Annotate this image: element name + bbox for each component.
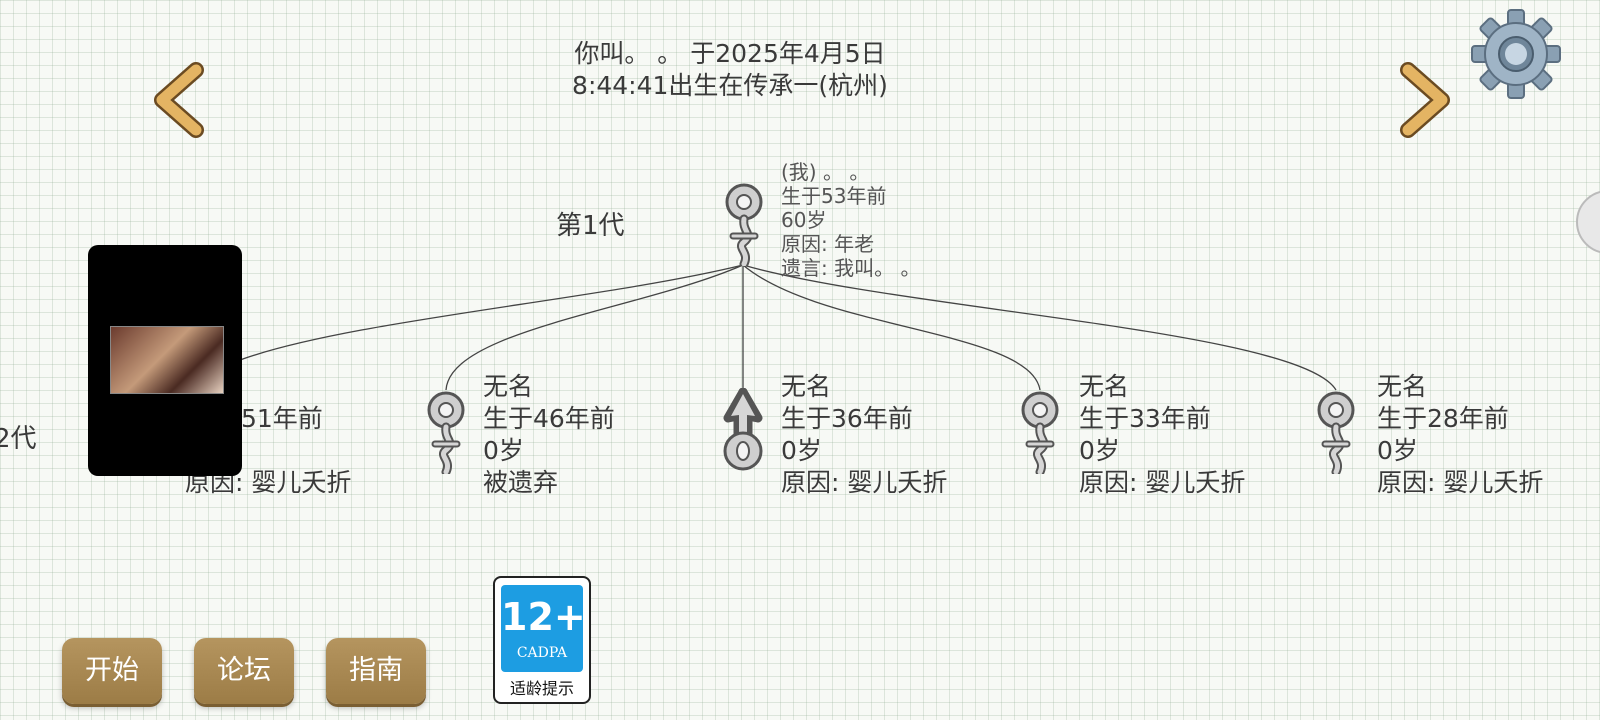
- female-symbol-icon[interactable]: [1016, 388, 1064, 474]
- female-symbol-icon[interactable]: [422, 388, 470, 474]
- child-2-born: 生于46年前: [483, 404, 615, 433]
- child-5-born: 生于28年前: [1377, 404, 1509, 433]
- child-node-3[interactable]: 无名 生于36年前 0岁 原因: 婴儿夭折: [781, 371, 947, 499]
- female-symbol-icon[interactable]: [1312, 388, 1360, 474]
- male-symbol-icon[interactable]: [718, 388, 768, 474]
- me-age: 60岁: [781, 208, 827, 232]
- age-rating-org: CADPA: [516, 645, 568, 661]
- child-5-cause: 原因: 婴儿夭折: [1377, 468, 1544, 497]
- child-5-age: 0岁: [1377, 436, 1418, 465]
- child-2-age: 0岁: [483, 436, 524, 465]
- child-3-born: 生于36年前: [781, 404, 913, 433]
- female-symbol-icon[interactable]: [720, 180, 768, 266]
- child-1-born: 51年前: [241, 404, 323, 433]
- chevron-left-icon[interactable]: [148, 62, 210, 138]
- me-will: 遗言: 我叫。 。: [781, 256, 921, 280]
- child-2-cause: 被遗弃: [483, 468, 559, 497]
- age-rating-panel: 12+ CADPA: [501, 585, 586, 672]
- age-rating-badge: 12+ CADPA 适龄提示: [493, 576, 591, 704]
- birth-info-line1: 你叫。 。 于2025年4月5日: [574, 39, 886, 68]
- child-4-name: 无名: [1079, 372, 1130, 401]
- child-4-born: 生于33年前: [1079, 404, 1211, 433]
- child-node-4[interactable]: 无名 生于33年前 0岁 原因: 婴儿夭折: [1079, 371, 1245, 499]
- video-overlay[interactable]: [88, 245, 242, 476]
- child-3-age: 0岁: [781, 436, 822, 465]
- side-avatar-partial[interactable]: [1576, 190, 1600, 254]
- child-4-cause: 原因: 婴儿夭折: [1079, 468, 1246, 497]
- video-thumbnail: [110, 326, 224, 394]
- generation-1-label: 第1代: [556, 211, 625, 241]
- forum-button[interactable]: 论坛: [194, 638, 294, 704]
- child-node-5[interactable]: 无名 生于28年前 0岁 原因: 婴儿夭折: [1377, 371, 1543, 499]
- chevron-right-icon[interactable]: [1394, 62, 1456, 138]
- child-2-name: 无名: [483, 372, 534, 401]
- birth-info-header: 你叫。 。 于2025年4月5日 8:44:41出生在传承一(杭州): [460, 38, 1000, 102]
- child-4-age: 0岁: [1079, 436, 1120, 465]
- child-3-cause: 原因: 婴儿夭折: [781, 468, 948, 497]
- child-3-name: 无名: [781, 372, 832, 401]
- me-name: (我) 。 。: [781, 160, 870, 184]
- guide-button[interactable]: 指南: [326, 638, 426, 704]
- child-5-name: 无名: [1377, 372, 1428, 401]
- child-node-1[interactable]: 51年前 原因: 婴儿夭折: [185, 371, 351, 499]
- generation-2-label: 2代: [0, 424, 37, 454]
- age-rating-number: 12+: [501, 595, 586, 639]
- birth-info-line2: 8:44:41出生在传承一(杭州): [572, 71, 888, 100]
- gear-icon[interactable]: [1470, 8, 1562, 100]
- child-node-2[interactable]: 无名 生于46年前 0岁 被遗弃: [483, 371, 615, 499]
- age-rating-caption: 适龄提示: [509, 679, 574, 698]
- me-born: 生于53年前: [781, 184, 887, 208]
- me-info: (我) 。 。 生于53年前 60岁 原因: 年老 遗言: 我叫。 。: [781, 160, 920, 280]
- me-cause: 原因: 年老: [781, 232, 875, 256]
- start-button[interactable]: 开始: [62, 638, 162, 704]
